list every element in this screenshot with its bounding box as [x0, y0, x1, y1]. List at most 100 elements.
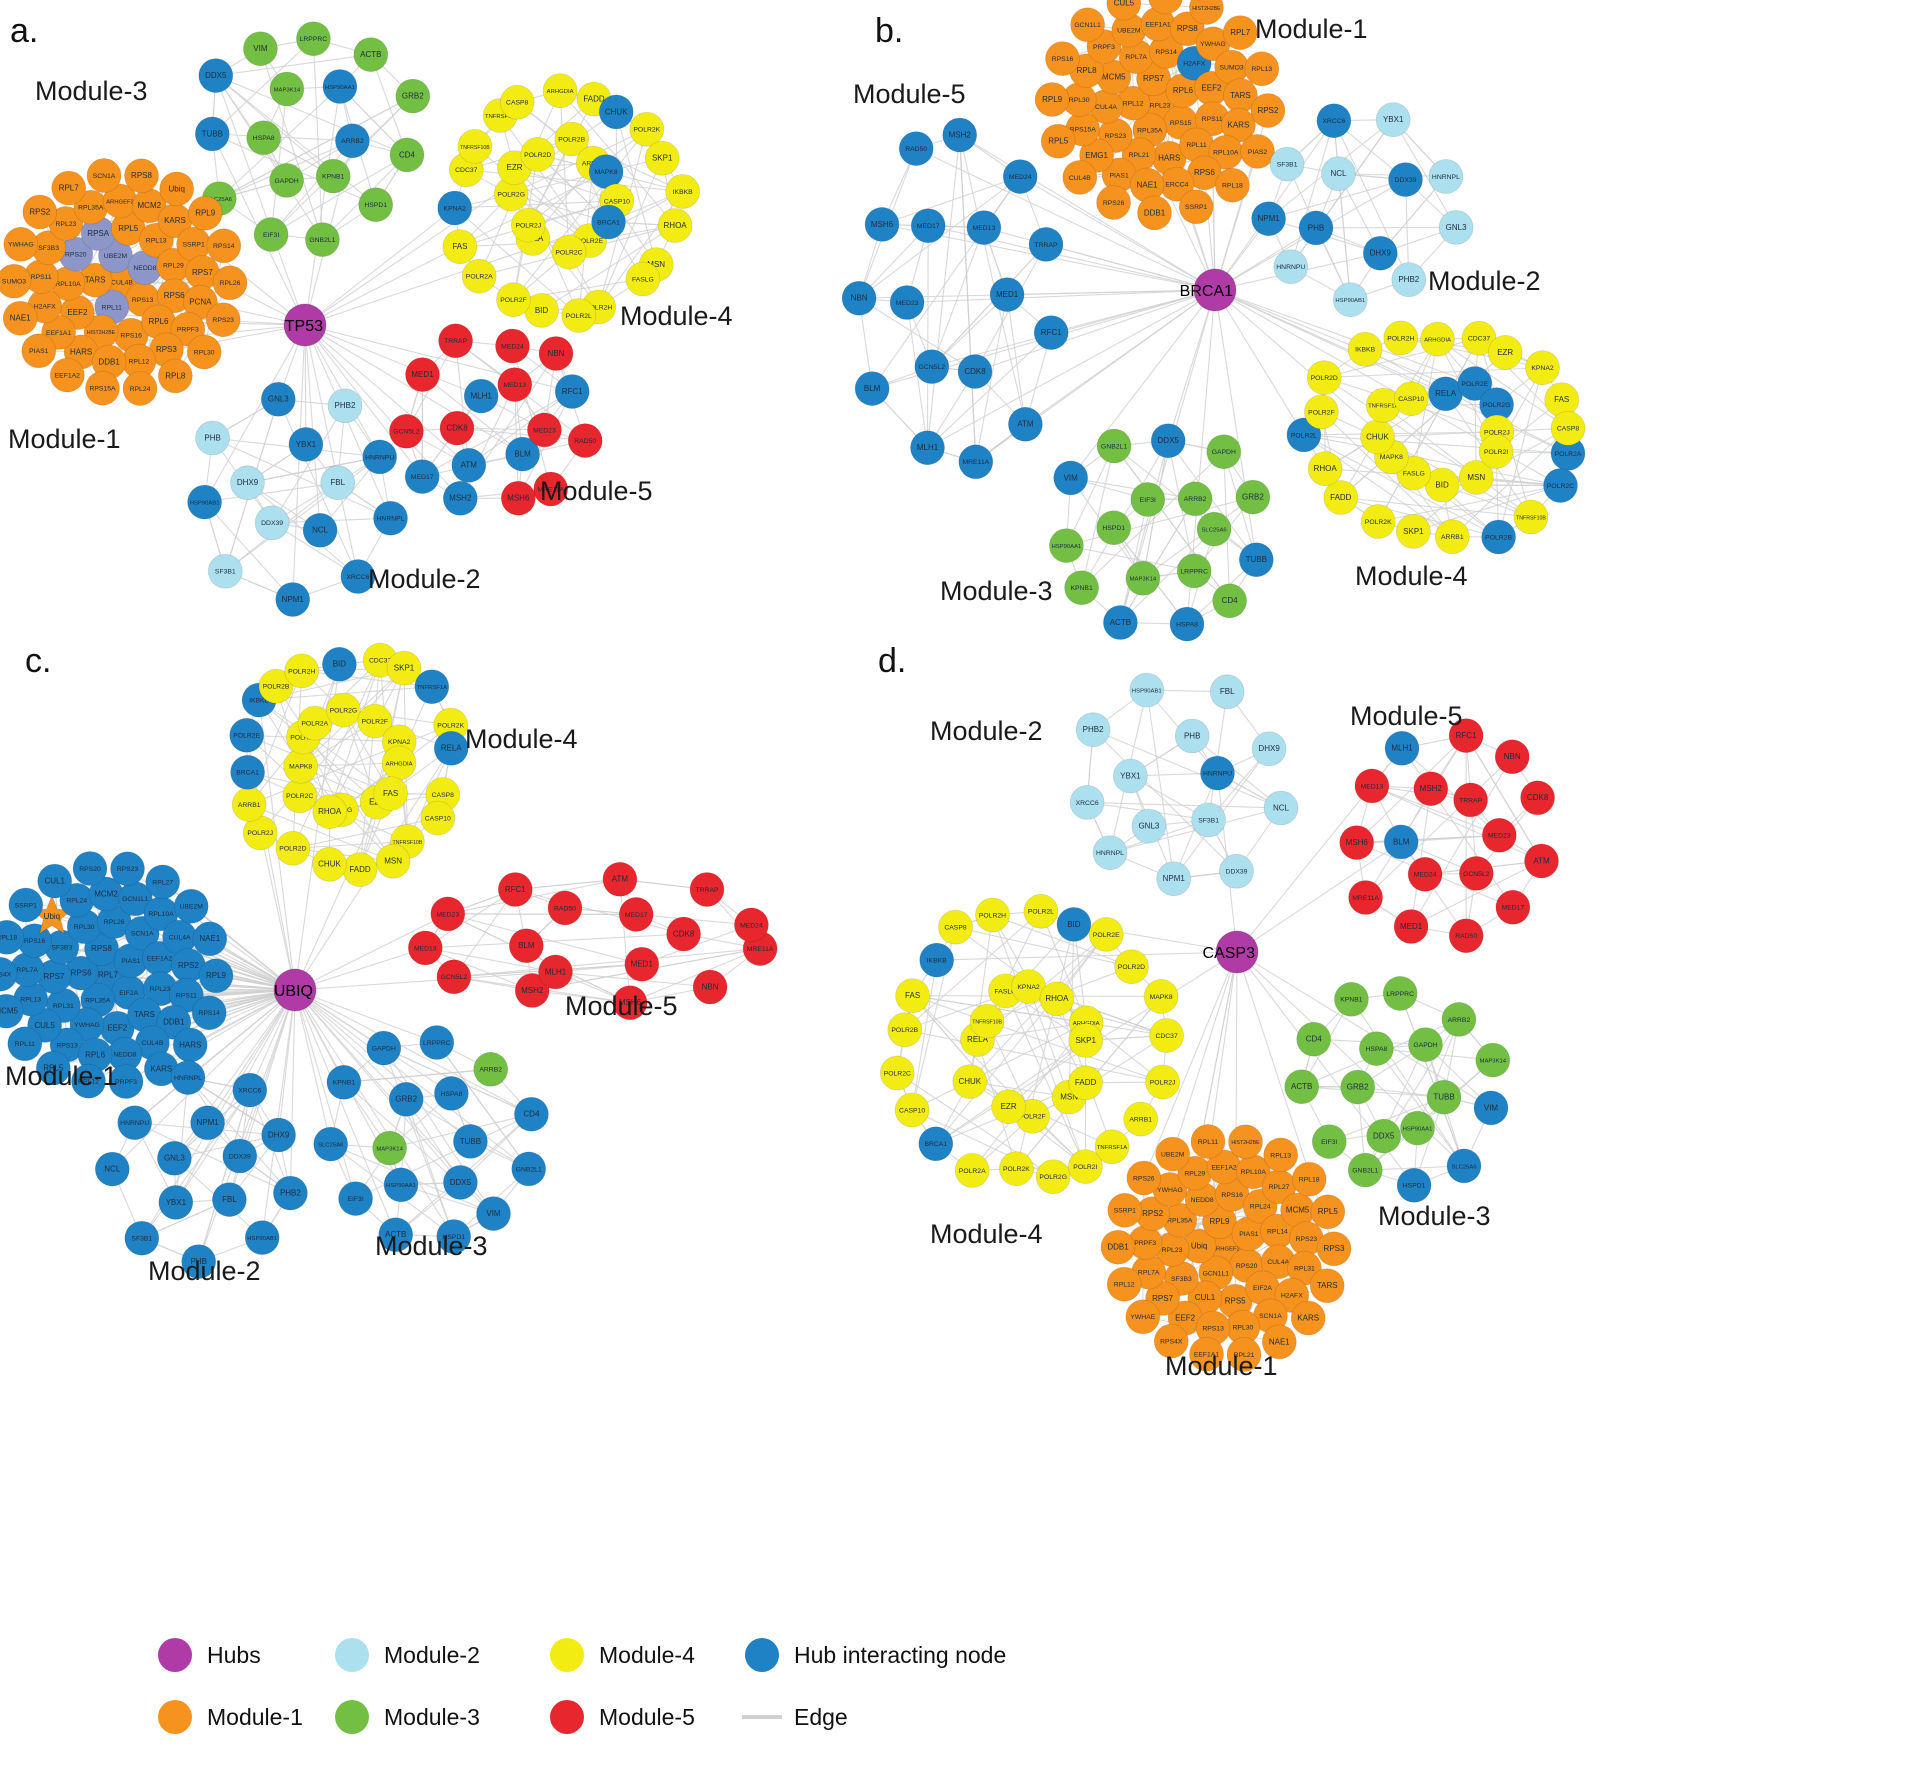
node-label: KARS [150, 1064, 172, 1073]
node-polr2j: POLR2J [510, 207, 546, 243]
node-circle [910, 208, 946, 244]
node-rad50: RAD50 [547, 890, 583, 926]
node-circle [1473, 1090, 1509, 1126]
edge [187, 1077, 279, 1136]
node-label: RAD50 [1455, 933, 1477, 940]
node-circle [1347, 331, 1383, 367]
node-circle [1219, 853, 1254, 889]
node-polr2d: POLR2D [1306, 360, 1342, 396]
node-label: CD4 [399, 150, 416, 159]
node-circle [476, 1196, 511, 1231]
node-label: MRE11A [537, 486, 564, 493]
node-circle [511, 1151, 547, 1187]
node-label: POLR2J [1150, 1079, 1176, 1086]
node-circle [372, 1130, 408, 1166]
node-label: RPL12 [1114, 1282, 1135, 1289]
node-circle [21, 333, 57, 369]
node-circle [1513, 499, 1549, 535]
node-rps16: RPS16 [1045, 41, 1080, 76]
node-circle [520, 136, 556, 172]
node-circle [442, 480, 478, 516]
node-circle [71, 1063, 106, 1099]
node-circle [420, 800, 456, 836]
node-label: RPS20 [79, 866, 101, 873]
edge [881, 176, 1021, 225]
node-label: FADD [1330, 493, 1352, 502]
node-label: RPS6 [1194, 168, 1215, 177]
node-label: POLR2A [466, 274, 493, 281]
node-circle [1075, 712, 1111, 748]
node-circle [895, 978, 930, 1014]
node-eif3i: EIF3I [1311, 1124, 1347, 1159]
edge [259, 48, 323, 240]
node-rpl23: RPL23 [142, 971, 178, 1007]
node-rps26: RPS26 [1096, 185, 1131, 220]
edge [1004, 990, 1086, 1167]
node-circle [510, 207, 546, 243]
node-circle [999, 1151, 1034, 1187]
node-label: BLM [864, 384, 881, 393]
node-circle [117, 1105, 153, 1141]
edge [927, 289, 1216, 449]
node-label: MED17 [411, 474, 434, 481]
node-label: XRCC6 [238, 1088, 261, 1095]
node-circle [389, 137, 425, 173]
node-circle [1235, 479, 1271, 515]
node-label: H2AFX [34, 304, 56, 311]
node-label: KPNB1 [322, 174, 345, 181]
edge [969, 934, 1107, 1082]
edge [515, 878, 620, 891]
node-label: SUMO3 [2, 279, 26, 286]
node-label: RPL6 [148, 317, 169, 326]
node-mapk8: MAPK8 [1143, 979, 1179, 1014]
node-label: HNRNPL [1096, 850, 1124, 857]
node-circle [1155, 1136, 1191, 1172]
node-label: MRE11A [962, 459, 989, 466]
node-label: RAD50 [905, 146, 927, 153]
node-label: GRB2 [402, 92, 424, 101]
edge [455, 340, 470, 466]
node-label: NAE1 [10, 314, 31, 323]
node-circle [1068, 1149, 1103, 1184]
node-polr2k: POLR2K [999, 1151, 1034, 1187]
node-circle [194, 116, 230, 152]
edge [1401, 747, 1500, 836]
edge [198, 1089, 251, 1262]
node-label: TNFRSF1A [485, 114, 516, 120]
node-hnrnpu: HNRNPU [362, 439, 398, 475]
node-label: POLR2J [1484, 429, 1510, 436]
node-label: NPM1 [1163, 874, 1186, 883]
node-kars: KARS [1290, 1300, 1326, 1336]
node-bid: BID [321, 646, 357, 682]
edge [629, 948, 761, 1004]
node-label: TUBB [1433, 1093, 1454, 1102]
edge [1167, 440, 1257, 561]
node-label: RAD50 [574, 438, 596, 445]
node-circle [340, 559, 376, 594]
node-label: VIM [1064, 473, 1079, 482]
nodes-layer: CD4HSPD1GNB2L1EIF3ISLC25A6TUBBDDX5VIMLRP… [0, 0, 1586, 1372]
node-chuk: CHUK [1360, 419, 1395, 455]
node-label: RPL14 [1267, 1229, 1288, 1236]
node-circle [110, 851, 145, 887]
node-circle [952, 1064, 988, 1099]
node-label: RPL8 [165, 371, 186, 380]
node-circle [207, 553, 243, 589]
node-label: RPS2 [1142, 1209, 1163, 1218]
node-label: POLR2B [891, 1027, 918, 1034]
node-label: DDX5 [1373, 1132, 1395, 1141]
node-rpl13: RPL13 [1263, 1137, 1299, 1173]
node-label: POLR2C [1547, 483, 1574, 490]
node-circle [1441, 1002, 1477, 1037]
node-label: BRCA1 [236, 770, 259, 777]
node-circle [457, 128, 493, 164]
node-label: RFC1 [505, 885, 526, 894]
node-circle [438, 323, 474, 359]
node-circle [1069, 785, 1105, 820]
node-circle [1092, 835, 1128, 871]
node-circle [1107, 1192, 1143, 1228]
node-label: POLR2B [263, 684, 290, 691]
node-tubb: TUBB [1426, 1079, 1462, 1115]
node-label: MRE11A [1352, 895, 1379, 902]
node-circle [591, 204, 626, 240]
